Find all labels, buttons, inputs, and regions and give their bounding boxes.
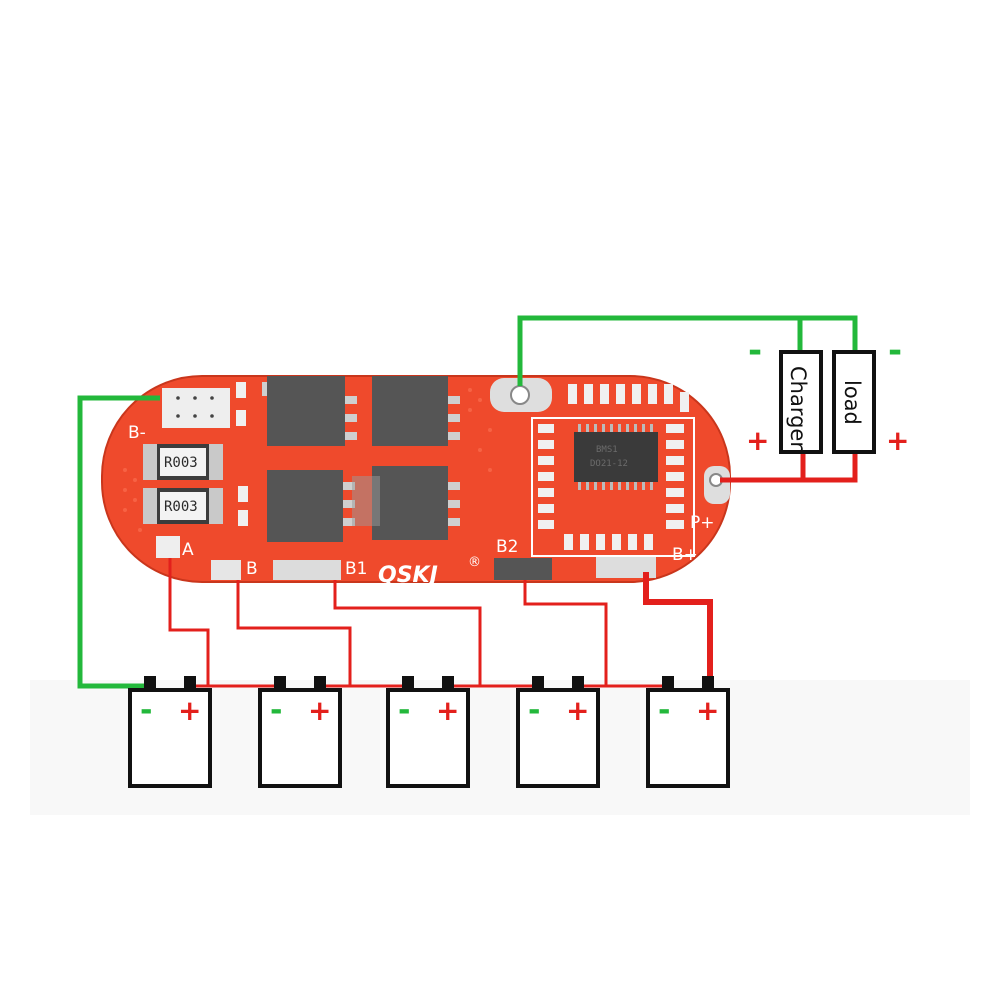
cell-plus-label: + <box>436 694 459 727</box>
mosfet-4 <box>352 466 460 540</box>
mosfet-3 <box>267 470 355 542</box>
cell-positive-terminal <box>702 676 714 690</box>
cell-positive-terminal <box>314 676 326 690</box>
cell-negative-terminal <box>144 676 156 690</box>
protection-ic: BMS1 DO21-12 <box>574 424 658 490</box>
mosfet-2 <box>372 376 460 446</box>
battery-cell: -+ <box>386 676 470 788</box>
label-a: A <box>182 540 194 560</box>
wire-pad-b1 <box>333 580 482 686</box>
cell-negative-terminal <box>662 676 674 690</box>
wire-pminus-load <box>517 315 858 386</box>
charger-plus-sign: + <box>746 424 769 457</box>
chip-marking-1: BMS1 <box>596 445 618 455</box>
label-b: B <box>246 559 258 579</box>
mosfet-1 <box>262 376 357 446</box>
wire-pad-b2 <box>523 580 608 686</box>
chip-marking-2: DO21-12 <box>590 459 628 469</box>
smd-left-column <box>236 382 248 526</box>
label-b2: B2 <box>496 537 518 557</box>
wire-bminus-cell1 <box>77 395 160 689</box>
label-bminus: B- <box>128 423 146 443</box>
battery-cell: -+ <box>128 676 212 788</box>
smd-right-ic <box>666 424 684 529</box>
label-pplus: P+ <box>690 513 715 533</box>
cell-plus-label: + <box>696 694 719 727</box>
pad-bminus <box>162 388 230 428</box>
sense-resistor-2: R003 <box>143 488 223 524</box>
wire-pplus-load <box>720 452 858 483</box>
green-wires <box>77 315 858 689</box>
battery-cell: -+ <box>258 676 342 788</box>
charger-minus-sign: - <box>748 331 762 371</box>
pad-b <box>211 560 241 580</box>
cell-body <box>646 688 730 788</box>
load-minus-sign: - <box>888 331 902 371</box>
charger-box: Charger <box>779 350 823 454</box>
cell-plus-label: + <box>308 694 331 727</box>
pad-b1 <box>273 560 341 580</box>
load-plus-sign: + <box>886 424 909 457</box>
cell-plus-label: + <box>566 694 589 727</box>
load-label: load <box>840 380 864 425</box>
cell-minus-label: - <box>658 693 670 728</box>
battery-cell: -+ <box>516 676 600 788</box>
resistor-2-marking: R003 <box>164 499 198 515</box>
charger-label: Charger <box>786 366 810 450</box>
cell-minus-label: - <box>140 693 152 728</box>
cell-negative-terminal <box>402 676 414 690</box>
cell-body <box>258 688 342 788</box>
pcb-board: B- R003 R003 A <box>101 375 731 588</box>
pad-b2 <box>494 558 552 580</box>
battery-cell: -+ <box>646 676 730 788</box>
red-wires <box>168 452 858 688</box>
cell-minus-label: - <box>528 693 540 728</box>
cell-body <box>516 688 600 788</box>
cell-positive-terminal <box>442 676 454 690</box>
sense-resistor-1: R003 <box>143 444 223 480</box>
cell-body <box>386 688 470 788</box>
board-logo: QSKJ <box>378 563 438 588</box>
pad-pminus-hole <box>510 385 530 405</box>
pad-bplus <box>596 556 656 578</box>
smd-top-row <box>568 384 689 412</box>
label-b1: B1 <box>345 559 367 579</box>
load-box: load <box>832 350 876 454</box>
pcb-dots <box>123 388 492 532</box>
pad-a <box>156 536 180 558</box>
wire-pad-bplus <box>643 572 713 686</box>
ic-outline <box>531 417 695 557</box>
cell-plus-label: + <box>178 694 201 727</box>
board-logo-reg: ® <box>468 555 481 570</box>
resistor-1-marking: R003 <box>164 455 198 471</box>
cell-minus-label: - <box>270 693 282 728</box>
pad-bminus-holes <box>176 396 214 418</box>
cell-minus-label: - <box>398 693 410 728</box>
wire-pad-b <box>236 580 352 686</box>
cell-positive-terminal <box>184 676 196 690</box>
cell-negative-terminal <box>532 676 544 690</box>
battery-cells: -+-+-+-+-+ <box>128 676 730 788</box>
cell-body <box>128 688 212 788</box>
smd-bottom-ic <box>564 534 653 550</box>
smd-left-ic <box>538 424 554 529</box>
cell-negative-terminal <box>274 676 286 690</box>
wire-pad-a <box>168 558 210 686</box>
cell-positive-terminal <box>572 676 584 690</box>
